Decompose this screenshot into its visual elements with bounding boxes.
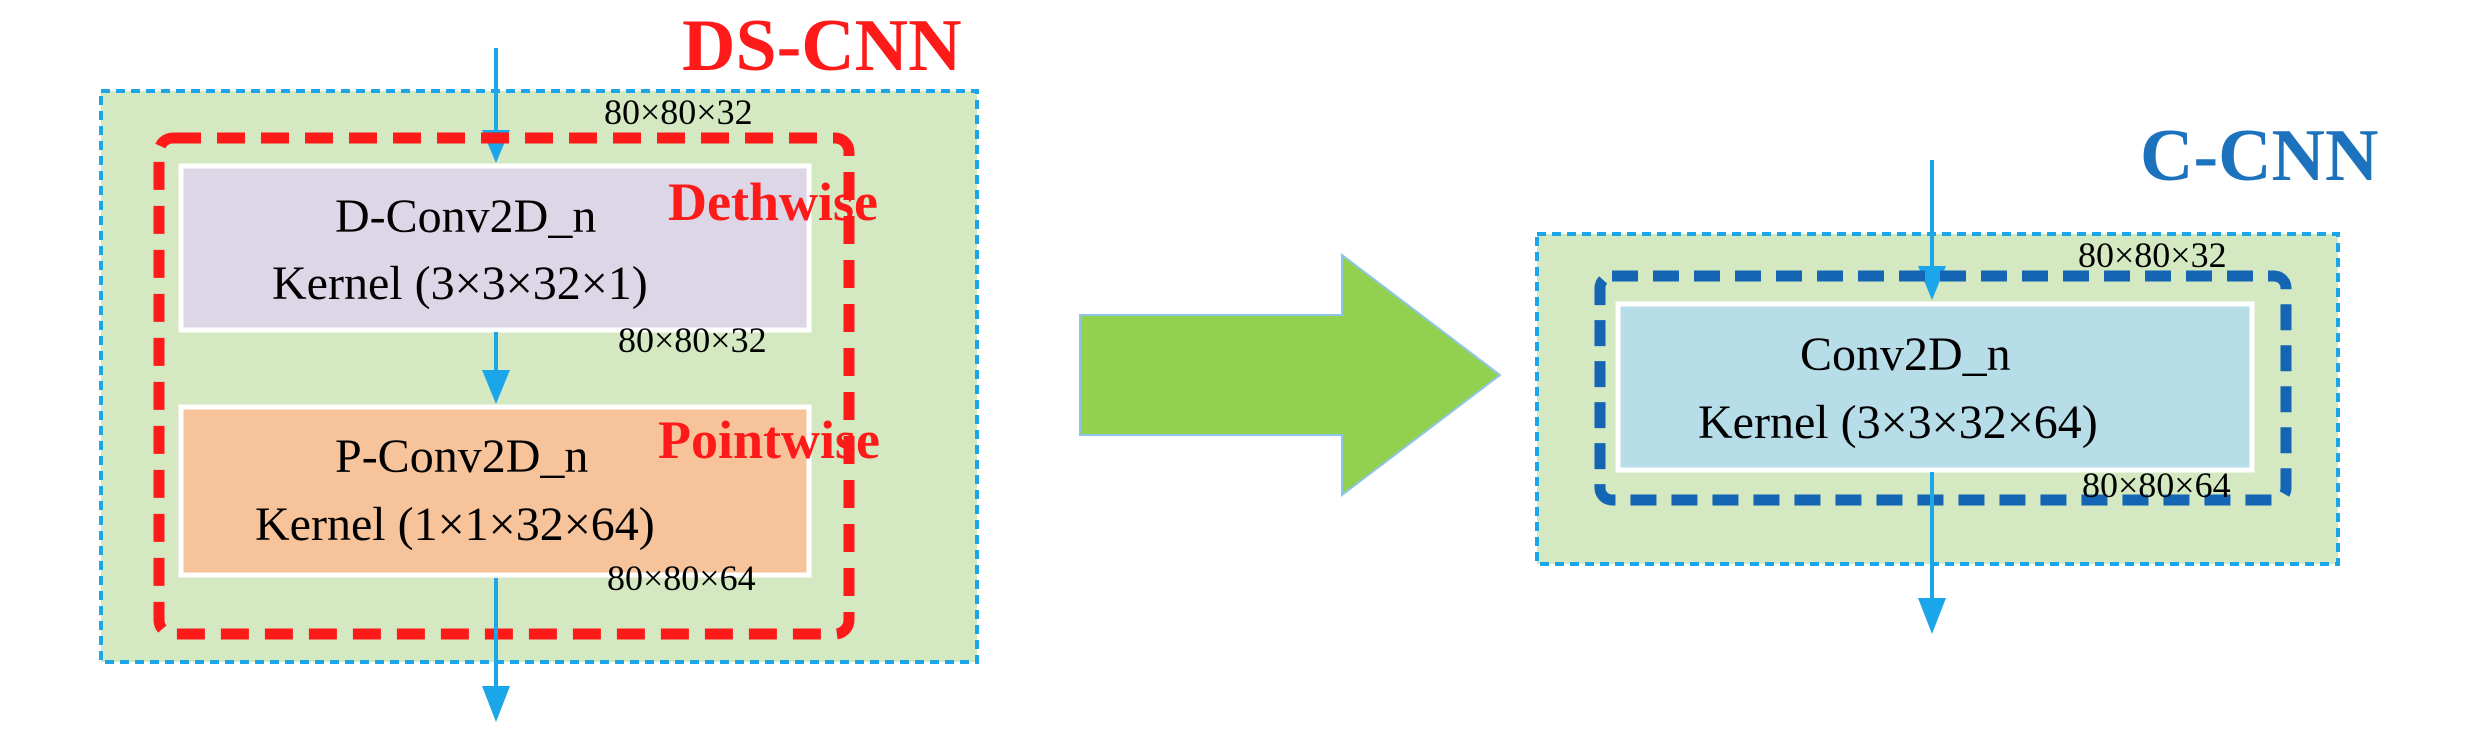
depthwise-name: D-Conv2D_n <box>335 190 596 243</box>
pointwise-name: P-Conv2D_n <box>335 430 588 483</box>
pointwise-kernel: Kernel (1×1×32×64) <box>255 498 655 551</box>
ds-middle-arrow <box>482 332 510 404</box>
ds-input-dim-label: 80×80×32 <box>604 92 753 132</box>
pointwise-conv-box <box>178 404 812 578</box>
ds-cnn-title: DS-CNN <box>682 5 962 87</box>
depthwise-conv-box <box>178 163 812 333</box>
ds-cnn-dashed-container <box>153 132 855 640</box>
depthwise-label: Dethwise <box>668 172 878 232</box>
ds-output-arrow <box>482 578 510 722</box>
depthwise-output-dim: 80×80×32 <box>618 320 767 360</box>
c-output-arrow <box>1918 472 1946 634</box>
pointwise-output-dim: 80×80×64 <box>607 558 756 598</box>
c-cnn-dashed-container <box>1594 270 2292 506</box>
conv-name: Conv2D_n <box>1800 328 2011 381</box>
conv-box <box>1615 301 2255 473</box>
c-cnn-group: C-CNN 80×80×32 Conv2D_n Kernel (3×3×32×6… <box>1535 115 2378 634</box>
pointwise-label: Pointwise <box>658 410 880 470</box>
ds-cnn-group: DS-CNN 80×80×32 D-Conv2D_n Kernel (3×3×3… <box>99 5 979 722</box>
conv-kernel: Kernel (3×3×32×64) <box>1698 396 2098 449</box>
c-input-dim-label: 80×80×32 <box>2078 235 2227 275</box>
transition-arrow <box>1079 252 1502 498</box>
c-cnn-title: C-CNN <box>2140 115 2378 197</box>
conv-output-dim: 80×80×64 <box>2082 465 2231 505</box>
depthwise-kernel: Kernel (3×3×32×1) <box>272 257 648 310</box>
